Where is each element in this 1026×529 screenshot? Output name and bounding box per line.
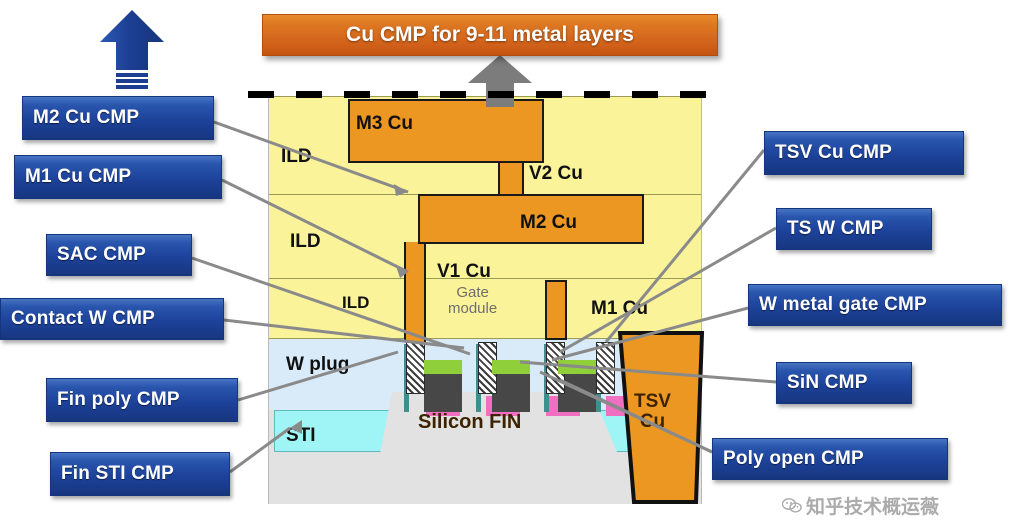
- callout-label: Fin poly CMP: [57, 389, 180, 410]
- callout-label: M1 Cu CMP: [25, 166, 132, 187]
- sti-label: STI: [286, 425, 316, 446]
- dash-segment: [680, 91, 706, 98]
- ild-label-2: ILD: [290, 231, 321, 252]
- callout-label: TSV Cu CMP: [775, 142, 893, 163]
- callout-label: Contact W CMP: [11, 308, 156, 329]
- dash-segment: [344, 91, 370, 98]
- watermark-text: 知乎技术概运薇: [806, 496, 940, 518]
- gate-cap-3: [558, 360, 596, 374]
- callout-m1-cu-cmp[interactable]: M1 Cu CMP: [14, 155, 222, 199]
- callout-contact-w-cmp[interactable]: Contact W CMP: [0, 298, 224, 340]
- callout-label: Poly open CMP: [723, 448, 864, 469]
- callout-fin-sti-cmp[interactable]: Fin STI CMP: [50, 452, 230, 496]
- dash-segment: [584, 91, 610, 98]
- w-plug-label: W plug: [286, 354, 350, 375]
- callout-w-metal-gate-cmp[interactable]: W metal gate CMP: [748, 284, 1002, 326]
- wechat-icon: [782, 497, 802, 513]
- dash-segment: [488, 91, 514, 98]
- callout-sac-cmp[interactable]: SAC CMP: [46, 234, 192, 276]
- gate-cap-2: [492, 360, 530, 374]
- dash-segment: [296, 91, 322, 98]
- dash-segment: [392, 91, 418, 98]
- callout-sin-cmp[interactable]: SiN CMP: [776, 362, 912, 404]
- gate-body-2: [492, 374, 530, 412]
- callout-m2-cu-cmp[interactable]: M2 Cu CMP: [22, 96, 214, 140]
- w-plug-1: [406, 342, 425, 394]
- callout-label: W metal gate CMP: [759, 294, 927, 315]
- dash-segment: [536, 91, 562, 98]
- gray-up-arrow: [468, 55, 532, 107]
- callout-label: SiN CMP: [787, 372, 868, 393]
- gate-body-1: [424, 374, 462, 412]
- v2-cu-via: [498, 160, 524, 196]
- callout-ts-w-cmp[interactable]: TS W CMP: [776, 208, 932, 250]
- callout-poly-open-cmp[interactable]: Poly open CMP: [712, 438, 948, 480]
- silicon-fin-label: Silicon FIN: [418, 411, 522, 433]
- m3-cu-label: M3 Cu: [356, 113, 413, 134]
- dash-segment: [440, 91, 466, 98]
- callout-label: M2 Cu CMP: [33, 107, 140, 128]
- m1-cu-metal: [545, 280, 567, 340]
- ild-label-3: ILD: [342, 293, 370, 312]
- title-banner-label: Cu CMP for 9-11 metal layers: [346, 23, 634, 46]
- v2-cu-label: V2 Cu: [529, 163, 583, 184]
- m2-cu-label: M2 Cu: [520, 212, 577, 233]
- title-banner: Cu CMP for 9-11 metal layers: [262, 14, 718, 56]
- v1-cu-via: [404, 242, 426, 342]
- callout-tsv-cu-cmp[interactable]: TSV Cu CMP: [764, 131, 964, 175]
- dash-segment: [248, 91, 274, 98]
- m1-cu-label: M1 Cu: [591, 298, 648, 319]
- dash-segment: [632, 91, 658, 98]
- watermark: 知乎技术概运薇: [782, 492, 939, 519]
- ild-label-1: ILD: [281, 146, 312, 167]
- callout-label: Fin STI CMP: [61, 463, 175, 484]
- callout-label: TS W CMP: [787, 218, 884, 239]
- blue-up-arrow: [100, 10, 164, 89]
- callout-label: SAC CMP: [57, 244, 147, 265]
- callout-fin-poly-cmp[interactable]: Fin poly CMP: [46, 378, 238, 422]
- gate-cap-1: [424, 360, 462, 374]
- v1-cu-label: V1 Cu: [437, 261, 491, 282]
